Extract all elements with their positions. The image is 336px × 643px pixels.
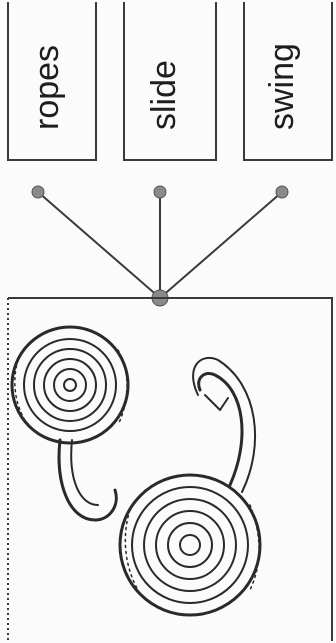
label-slide: slide: [145, 60, 183, 130]
node-ropes: [32, 186, 44, 198]
connector-swing: [160, 192, 282, 298]
label-swing: swing: [263, 43, 301, 130]
connector-ropes: [38, 192, 160, 298]
label-ropes: ropes: [28, 45, 66, 130]
node-slide: [154, 186, 166, 198]
node-swing: [276, 186, 288, 198]
coiled-rope-icon: [12, 327, 260, 615]
picture-frame: [8, 298, 332, 641]
upper-coil: [12, 327, 128, 443]
lower-coil: [120, 475, 260, 615]
connector-lines: [38, 192, 282, 298]
